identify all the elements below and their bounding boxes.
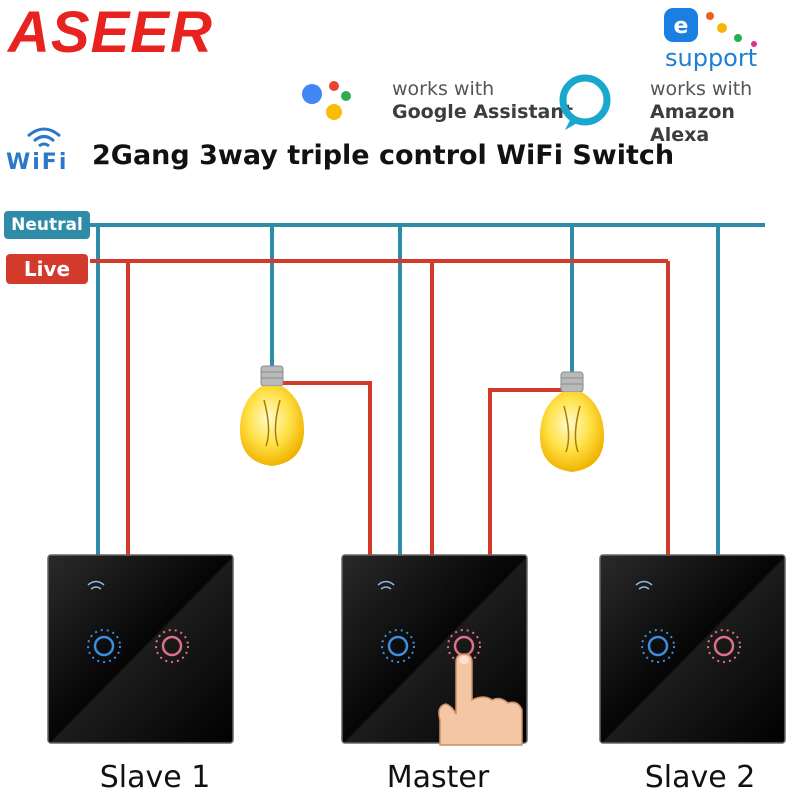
light-bulb-icon bbox=[240, 365, 304, 466]
switch-label-slave-1: Slave 1 bbox=[99, 760, 211, 795]
wifi-label: WiFi bbox=[6, 150, 69, 175]
live-label: Live bbox=[6, 254, 88, 284]
google-line1: works with bbox=[392, 78, 495, 100]
esupport-icon: e bbox=[664, 8, 757, 47]
alexa-icon bbox=[559, 74, 611, 130]
esupport-text: support bbox=[665, 44, 758, 72]
svg-text:e: e bbox=[674, 14, 689, 39]
alexa-works-with: works with Amazon Alexa bbox=[650, 78, 800, 146]
alexa-line2: Amazon Alexa bbox=[650, 100, 735, 146]
wifi-icon bbox=[27, 127, 61, 148]
neutral-label: Neutral bbox=[4, 211, 90, 239]
alexa-line1: works with bbox=[650, 78, 753, 100]
brand-logo: ASEER bbox=[8, 0, 213, 65]
google-works-with: works with Google Assistant bbox=[392, 78, 573, 124]
switch-panel-master[interactable] bbox=[341, 554, 528, 744]
google-assistant-icon bbox=[302, 81, 351, 120]
neutral-wires bbox=[90, 223, 765, 555]
switch-panel-slave-1[interactable] bbox=[47, 554, 234, 744]
live-wires bbox=[90, 259, 670, 555]
switch-panel-slave-2[interactable] bbox=[599, 554, 786, 744]
page-title: 2Gang 3way triple control WiFi Switch bbox=[92, 140, 675, 171]
touch-hand-icon bbox=[438, 653, 523, 746]
light-bulb-icon bbox=[540, 371, 604, 472]
switch-label-master: Master bbox=[386, 760, 490, 795]
switch-label-slave-2: Slave 2 bbox=[644, 760, 756, 795]
google-line2: Google Assistant bbox=[392, 100, 573, 123]
